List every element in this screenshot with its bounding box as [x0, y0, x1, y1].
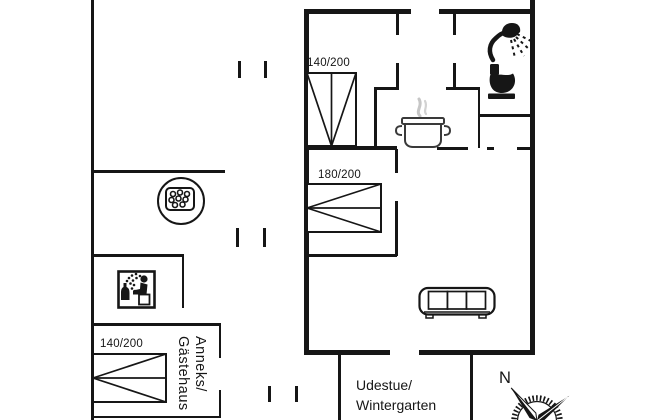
wall-segment-inner: [437, 146, 468, 150]
shower-icon: [487, 23, 534, 63]
annex-bed-size-label: 140/200: [100, 338, 143, 350]
wall-segment-outer: [530, 0, 535, 355]
conservatory-label: Udestue/ Wintergarten: [356, 376, 436, 415]
toilet-icon: [488, 64, 516, 99]
wall-segment-inner: [91, 0, 94, 420]
wall-segment-inner: [470, 355, 473, 420]
wall-segment-inner: [91, 170, 225, 173]
wall-segment-inner: [181, 254, 184, 308]
bed-symbol-180x200-bedroom2: [306, 183, 382, 233]
wall-segment-inner: [374, 87, 377, 148]
wall-segment-inner: [395, 149, 398, 173]
wall-segment-inner: [218, 390, 221, 418]
opening-tick-mark: [295, 386, 298, 402]
bed-symbol-140x200-bedroom1: [306, 72, 357, 147]
wall-segment-inner: [91, 415, 221, 418]
compass-north-label: N: [499, 369, 511, 387]
wall-segment-outer: [419, 350, 535, 355]
wall-segment-outer: [304, 350, 390, 355]
wall-segment-outer: [439, 9, 535, 14]
wall-segment-inner: [91, 254, 184, 257]
conservatory-label-line2: Wintergarten: [356, 396, 437, 413]
whirlpool-icon: [157, 177, 205, 225]
wall-segment-inner: [477, 87, 480, 148]
wall-segment-inner: [477, 114, 533, 117]
opening-tick-mark: [263, 228, 266, 247]
wall-segment-inner: [487, 146, 494, 150]
annex-label: Anneks/ Gästehaus: [175, 336, 209, 411]
opening-tick-mark: [264, 61, 267, 78]
wall-segment-inner: [218, 323, 221, 358]
wall-segment-inner: [446, 87, 480, 90]
conservatory-label-line1: Udestue/: [356, 377, 413, 393]
wall-segment-outer: [304, 9, 411, 14]
compass-rose-icon: [510, 387, 570, 420]
sauna-icon: [117, 270, 156, 309]
bed-symbol-140x200-annex: [92, 353, 167, 403]
cooking-pot-icon: [394, 97, 452, 148]
wall-segment-inner: [453, 63, 456, 89]
opening-tick-mark: [268, 386, 271, 402]
annex-label-line2: Gästehaus: [175, 336, 192, 411]
wall-segment-inner: [338, 355, 341, 420]
wall-segment-inner: [395, 201, 398, 256]
sofa-icon: [418, 286, 496, 319]
wall-segment-inner: [517, 146, 533, 150]
opening-tick-mark: [238, 61, 241, 78]
wall-segment-outer: [304, 9, 309, 355]
wall-segment-inner: [374, 87, 399, 90]
bed2-size-label: 180/200: [318, 169, 361, 181]
wall-segment-inner: [396, 14, 399, 35]
annex-label-line1: Anneks/: [192, 336, 208, 392]
bed1-size-label: 140/200: [307, 57, 350, 69]
wall-segment-inner: [91, 323, 221, 326]
wall-segment-inner: [307, 254, 397, 257]
wall-segment-inner: [396, 63, 399, 89]
opening-tick-mark: [236, 228, 239, 247]
wall-segment-inner: [453, 14, 456, 35]
wall-segment-inner: [307, 146, 397, 150]
